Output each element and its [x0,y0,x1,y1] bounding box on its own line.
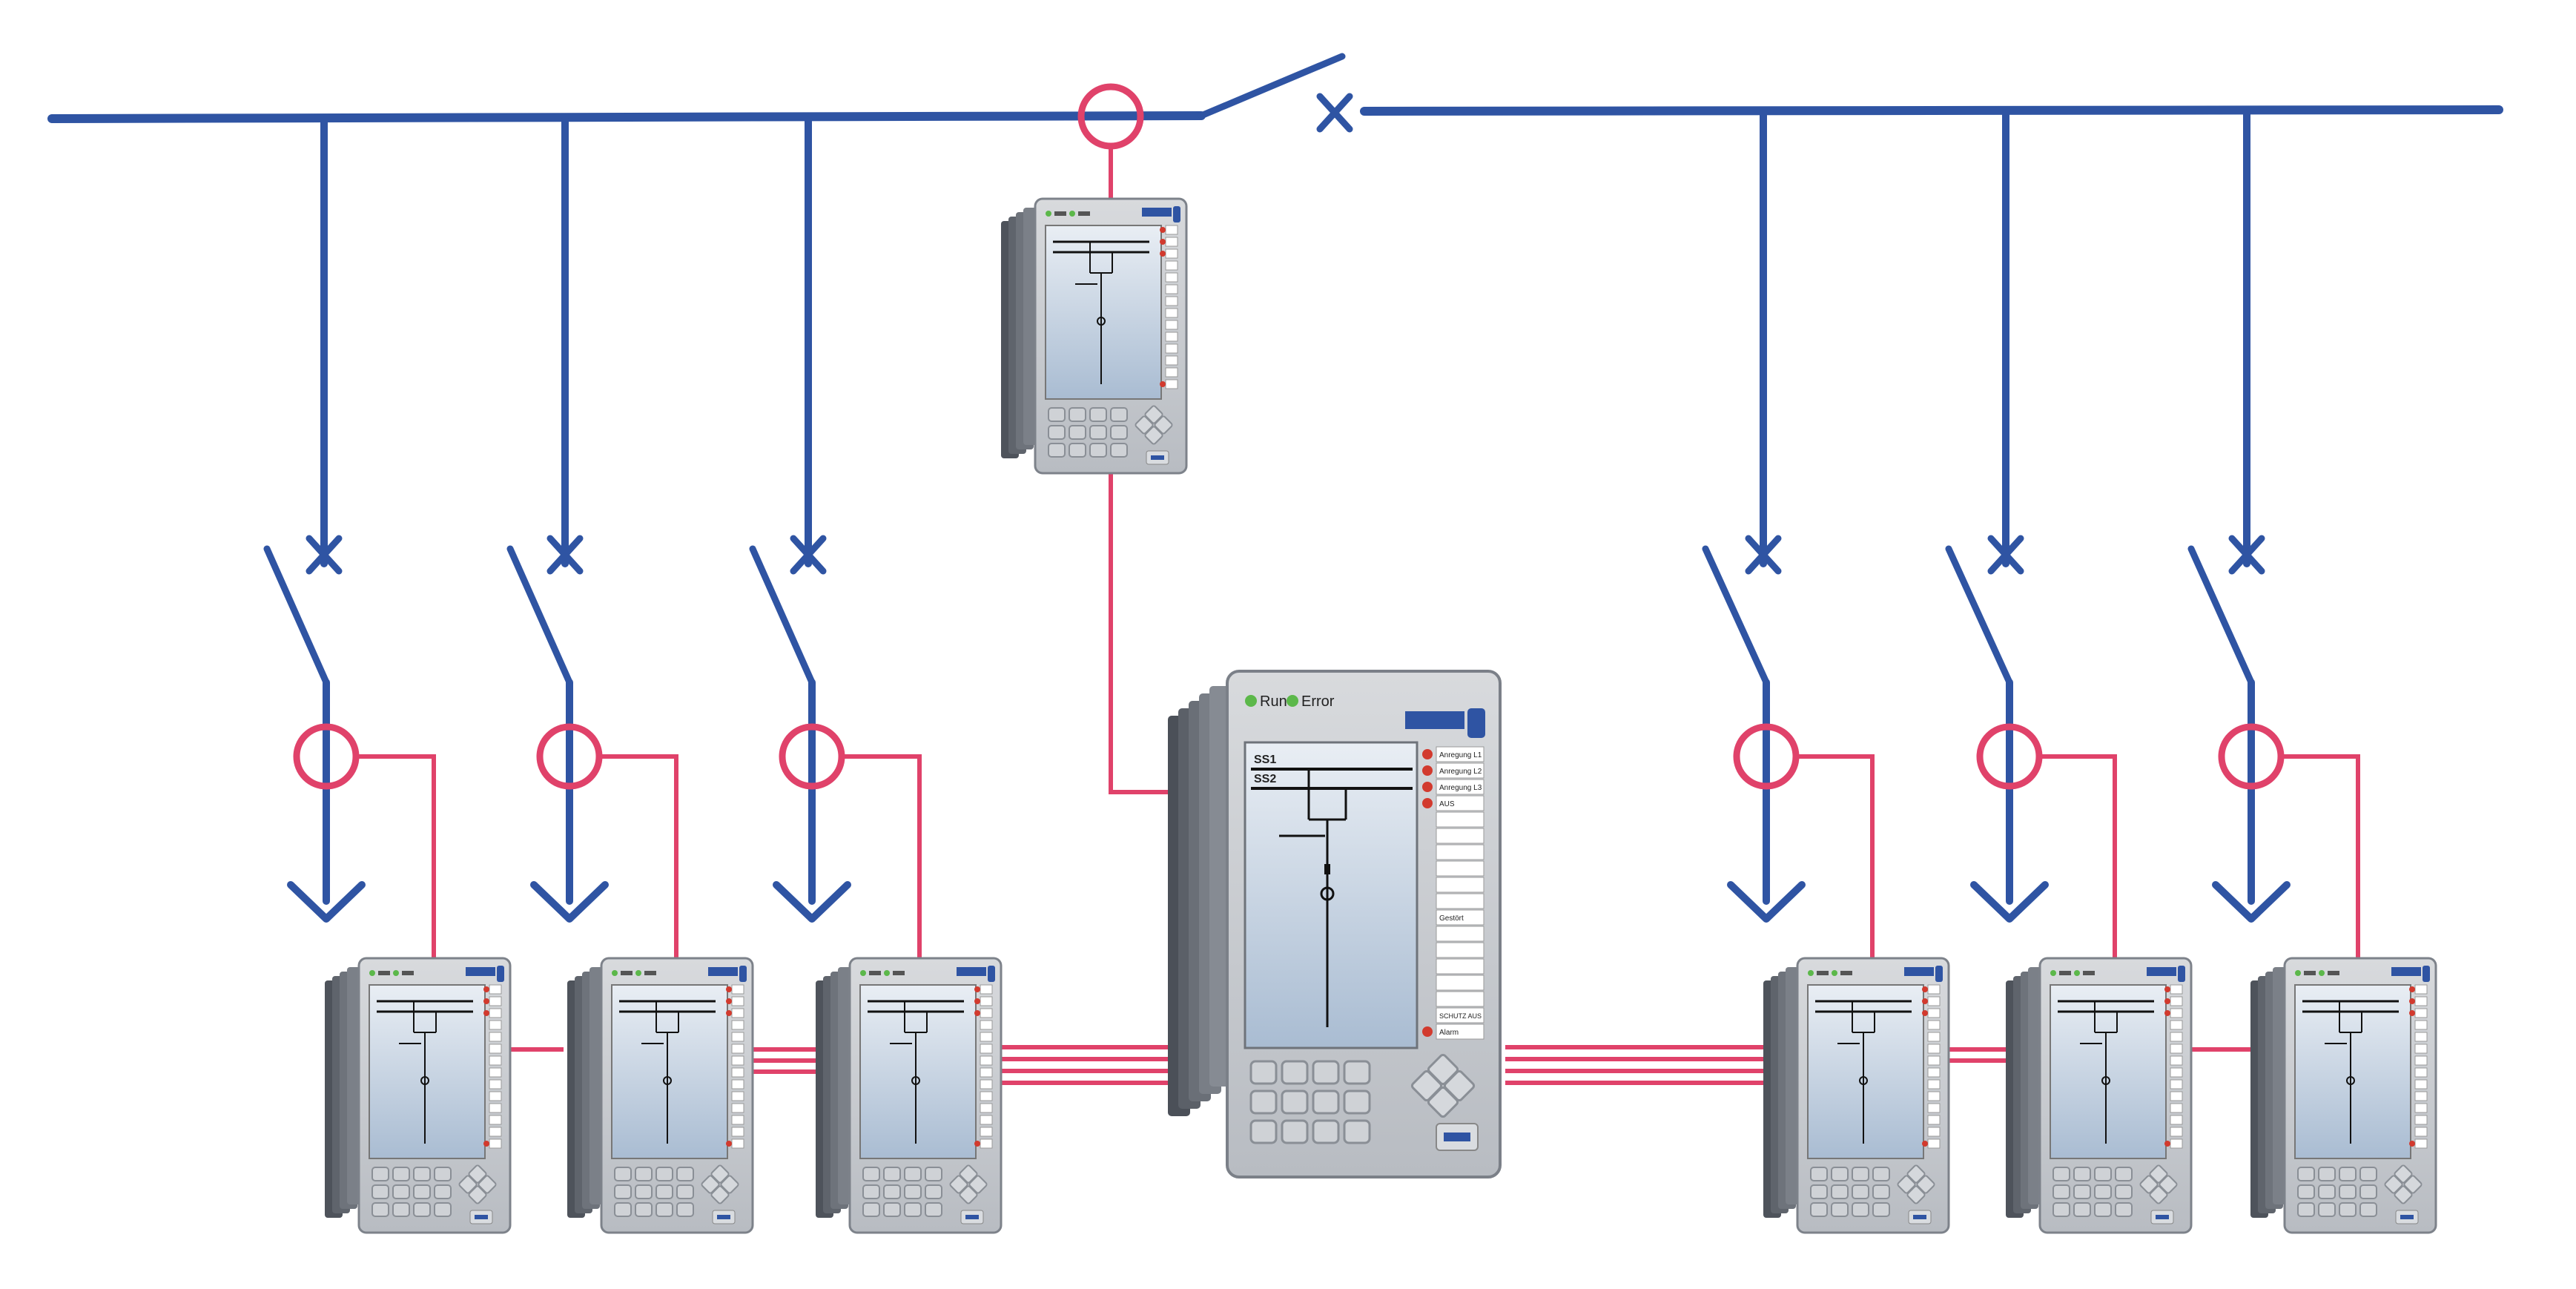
led-row-7 [1436,844,1484,860]
led-row-15 [1436,975,1484,991]
run-status-label: Run [1260,693,1287,710]
navigation-keys [1410,1053,1476,1118]
svg-text:Alarm: Alarm [1439,1029,1459,1037]
svg-text:AUS: AUS [1439,800,1455,808]
central-unit: Run Error SS1 SS2 Anregung L1 Anregung L… [1168,670,1502,1178]
bus2-label: SS2 [1254,773,1276,785]
vendor-logo-icon [1405,711,1464,729]
led-row-11: Gestört [1436,909,1484,926]
led-row-13 [1436,942,1484,958]
svg-text:Anregung L2: Anregung L2 [1439,768,1482,776]
feeder-1 [263,116,362,919]
bus1-label: SS1 [1254,754,1276,766]
svg-text:Gestört: Gestört [1439,914,1464,923]
led-row-5 [1436,811,1484,828]
feeder-3 [749,116,848,919]
led-row-14 [1436,958,1484,975]
keypad [1249,1060,1371,1144]
coupler-relay [1000,197,1188,475]
led-column: Anregung L1 Anregung L2 Anregung L3 AUS … [1422,746,1484,1040]
feeder-2 [506,116,605,919]
feeder-relay-2 [566,957,754,1234]
led-row-3: Anregung L3 [1422,779,1484,795]
led-row-12 [1436,926,1484,942]
led-row-10 [1436,893,1484,909]
led-row-1: Anregung L1 [1422,746,1484,762]
led-row-6 [1436,828,1484,844]
feeder-relay-4 [1762,957,1950,1234]
error-status-label: Error [1301,693,1335,710]
led-row-17: SCHUTZ AUS [1436,1007,1484,1023]
device-screen [1244,741,1419,1049]
svg-text:Anregung L3: Anregung L3 [1439,784,1482,792]
feeder-4 [1702,109,1802,919]
svg-text:Anregung L1: Anregung L1 [1439,751,1482,759]
bus-coupler-breaker-icon [1320,96,1350,129]
led-row-4: AUS [1422,795,1484,811]
feeder-6 [2187,109,2287,919]
led-row-9 [1436,877,1484,893]
led-row-16 [1436,991,1484,1007]
usb-icon [1436,1123,1479,1151]
feeder-relay-6 [2249,957,2437,1234]
led-row-18: Alarm [1422,1023,1484,1040]
busbar [47,105,2503,123]
bus-coupler-switch-icon [1198,53,1346,119]
feeder-5 [1945,109,2045,919]
led-row-2: Anregung L2 [1422,762,1484,779]
led-row-8 [1436,860,1484,877]
secondary-wiring [356,146,2360,1085]
feeder-relay-1 [323,957,512,1234]
feeder-relay-5 [2004,957,2193,1234]
feeder-relay-3 [814,957,1003,1234]
svg-text:SCHUTZ AUS: SCHUTZ AUS [1439,1012,1482,1020]
